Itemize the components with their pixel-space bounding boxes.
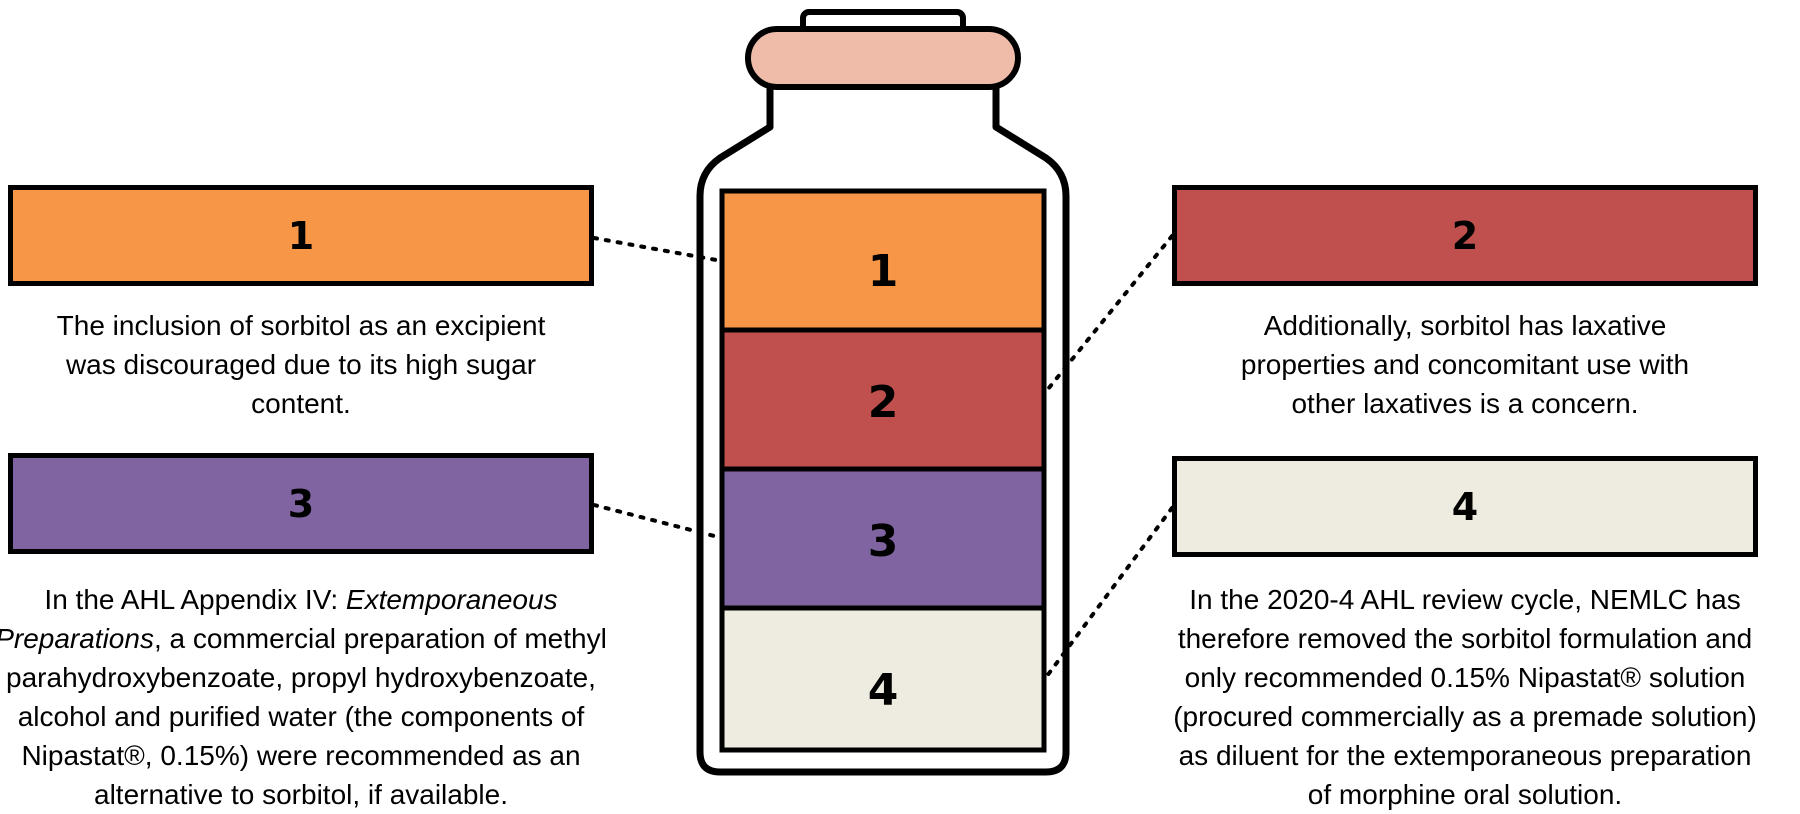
description-3-prefix: In the AHL Appendix IV: (44, 584, 346, 615)
description-4-line: of morphine oral solution. (1307, 779, 1623, 810)
description-3-line: In the AHL Appendix IV: Extemporaneous (0, 580, 642, 619)
description-3-line: alcohol and purified water (the componen… (17, 701, 585, 732)
label-box-4: 4 (1172, 456, 1758, 557)
description-4-line: only recommended 0.15% Nipastat® solutio… (1184, 662, 1746, 693)
layer-4 (719, 605, 1047, 753)
description-4-line: therefore removed the sorbitol formulati… (1177, 623, 1753, 654)
connector-2 (1042, 234, 1174, 396)
description-1-line: was discouraged due to its high sugar (65, 349, 537, 380)
description-4-line: (procured commercially as a premade solu… (1173, 701, 1757, 732)
description-2-line: properties and concomitant use with (1240, 349, 1690, 380)
description-4-line: as diluent for the extemporaneous prepar… (1178, 740, 1752, 771)
description-3-line: alternative to sorbitol, if available. (94, 779, 508, 810)
bottle: 1 2 3 4 (696, 9, 1070, 776)
connector-1 (592, 236, 724, 263)
connectors (592, 234, 1174, 682)
description-4: In the 2020-4 AHL review cycle, NEMLC ha… (1120, 580, 1800, 814)
layer-2 (719, 327, 1047, 472)
label-box-3: 3 (8, 453, 594, 554)
layer-4-number: 4 (868, 665, 899, 716)
label-box-1: 1 (8, 185, 594, 286)
layer-1-number: 1 (868, 246, 899, 297)
connector-3 (592, 503, 724, 540)
label-box-3-number: 3 (287, 481, 315, 526)
description-3-italic-title-cont: Preparations (0, 623, 154, 654)
description-3: In the AHL Appendix IV: Extemporaneous P… (0, 580, 642, 814)
description-3-line: parahydroxybenzoate, propyl hydroxybenzo… (6, 662, 596, 693)
description-3-line: Preparations, a commercial preparation o… (0, 619, 642, 658)
description-1-line: content. (251, 388, 351, 419)
layer-2-number: 2 (868, 377, 899, 428)
layer-3-number: 3 (868, 516, 899, 567)
connector-4 (1042, 506, 1174, 682)
description-2: Additionally, sorbitol has laxative prop… (1172, 306, 1758, 423)
label-box-2: 2 (1172, 185, 1758, 286)
description-1-line: The inclusion of sorbitol as an excipien… (56, 310, 546, 341)
label-box-2-number: 2 (1451, 213, 1479, 258)
description-3-italic-title: Extemporaneous (345, 584, 558, 615)
label-box-1-number: 1 (287, 213, 315, 258)
description-4-line: In the 2020-4 AHL review cycle, NEMLC ha… (1189, 584, 1741, 615)
description-2-line: other laxatives is a concern. (1291, 388, 1639, 419)
description-2-line: Additionally, sorbitol has laxative (1263, 310, 1667, 341)
label-box-4-number: 4 (1451, 484, 1479, 529)
description-3-rest: , a commercial preparation of methyl (153, 623, 607, 654)
description-1: The inclusion of sorbitol as an excipien… (8, 306, 594, 423)
bottle-cork (745, 26, 1021, 90)
description-3-line: Nipastat®, 0.15%) were recommended as an (21, 740, 581, 771)
